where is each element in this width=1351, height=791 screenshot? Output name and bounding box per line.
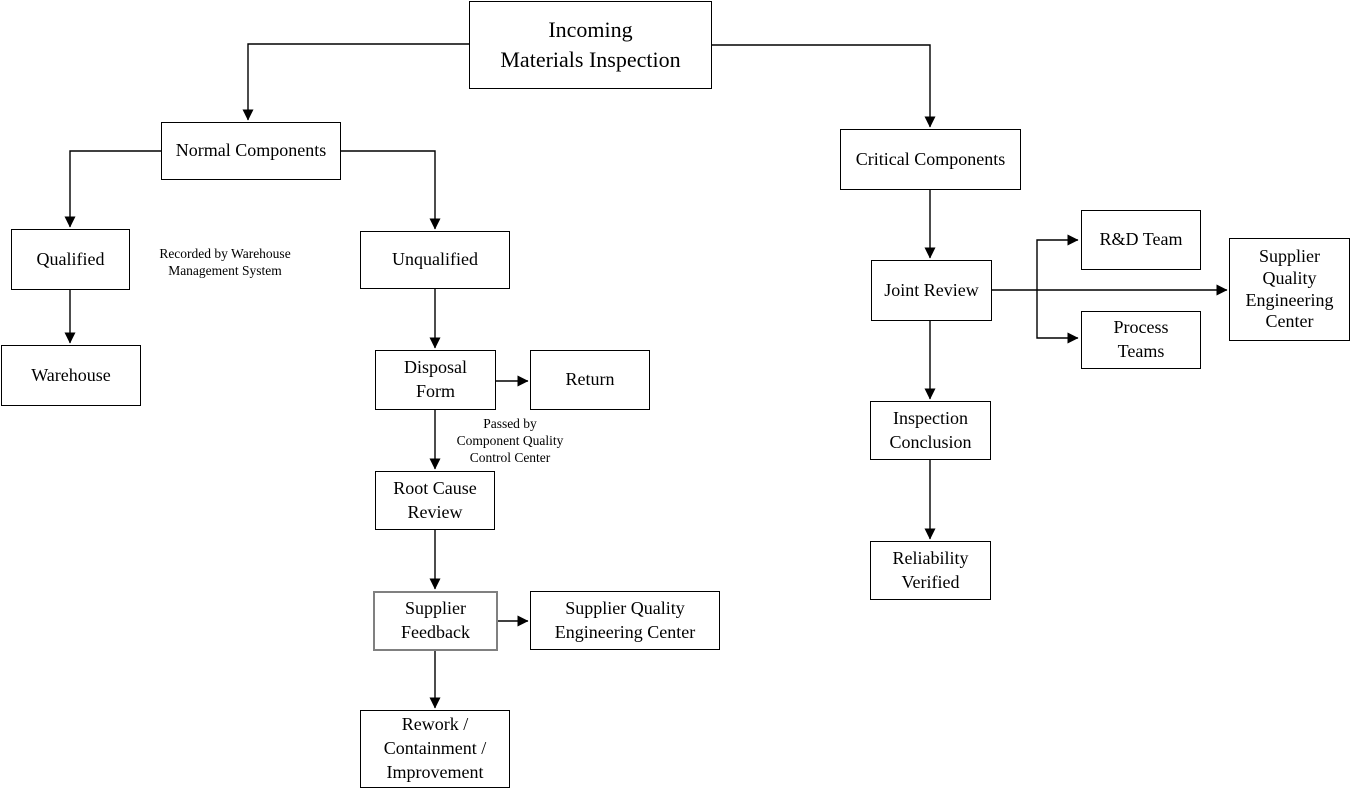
node-label: Critical Components	[855, 148, 1006, 169]
node-label: Qualified	[36, 248, 105, 269]
node-label: Root Cause Review	[393, 477, 477, 522]
node-label: Process Teams	[1113, 317, 1169, 361]
node-label: Disposal Form	[404, 357, 467, 401]
node-joint-review: Joint Review	[871, 260, 992, 321]
node-normal-components: Normal Components	[161, 122, 341, 180]
node-qualified: Qualified	[11, 229, 130, 290]
node-rework-containment-improvement: Rework / Containment / Improvement	[360, 710, 510, 788]
node-root-cause-review: Root Cause Review	[375, 471, 495, 530]
edge-normal-to-qualified	[64, 150, 161, 228]
edge-normal-to-unqualified	[341, 150, 441, 230]
node-label: Reliability Verified	[892, 547, 969, 592]
node-critical-components: Critical Components	[840, 129, 1021, 190]
node-supplier-quality-engineering-center-left: Supplier Quality Engineering Center	[530, 591, 720, 650]
node-process-teams: Process Teams	[1081, 311, 1201, 369]
edge-incoming-to-critical	[712, 44, 936, 128]
node-inspection-conclusion: Inspection Conclusion	[870, 401, 991, 460]
node-warehouse: Warehouse	[1, 345, 141, 406]
node-label: Normal Components	[175, 140, 327, 161]
node-label: R&D Team	[1099, 229, 1183, 250]
node-label: Inspection Conclusion	[889, 407, 972, 452]
node-unqualified: Unqualified	[360, 231, 510, 289]
node-label: Supplier Quality Engineering Center	[554, 597, 696, 642]
node-label: Incoming Materials Inspection	[500, 17, 681, 72]
node-label: Rework / Containment / Improvement	[383, 714, 487, 782]
edge-label-passed-by-cqcc: Passed by Component Quality Control Cent…	[456, 416, 564, 465]
node-label: Warehouse	[31, 364, 111, 385]
node-supplier-feedback: Supplier Feedback	[373, 591, 498, 651]
node-label: Supplier Quality Engineering Center	[1245, 245, 1334, 332]
node-supplier-quality-engineering-center-right: Supplier Quality Engineering Center	[1229, 238, 1350, 341]
edge-joint-to-processteams	[1036, 290, 1079, 344]
node-rd-team: R&D Team	[1081, 210, 1201, 270]
node-reliability-verified: Reliability Verified	[870, 541, 991, 600]
node-incoming-materials-inspection: Incoming Materials Inspection	[469, 1, 712, 89]
edge-joint-to-rdteam	[1036, 234, 1079, 290]
edge-incoming-to-normal	[242, 43, 470, 121]
node-return: Return	[530, 350, 650, 410]
edge-label-recorded-by-warehouse: Recorded by Warehouse Management System	[159, 246, 291, 278]
node-label: Joint Review	[884, 279, 979, 300]
node-label: Unqualified	[392, 249, 478, 270]
node-disposal-form: Disposal Form	[375, 350, 496, 410]
node-label: Supplier Feedback	[401, 598, 470, 642]
node-label: Return	[565, 369, 615, 390]
